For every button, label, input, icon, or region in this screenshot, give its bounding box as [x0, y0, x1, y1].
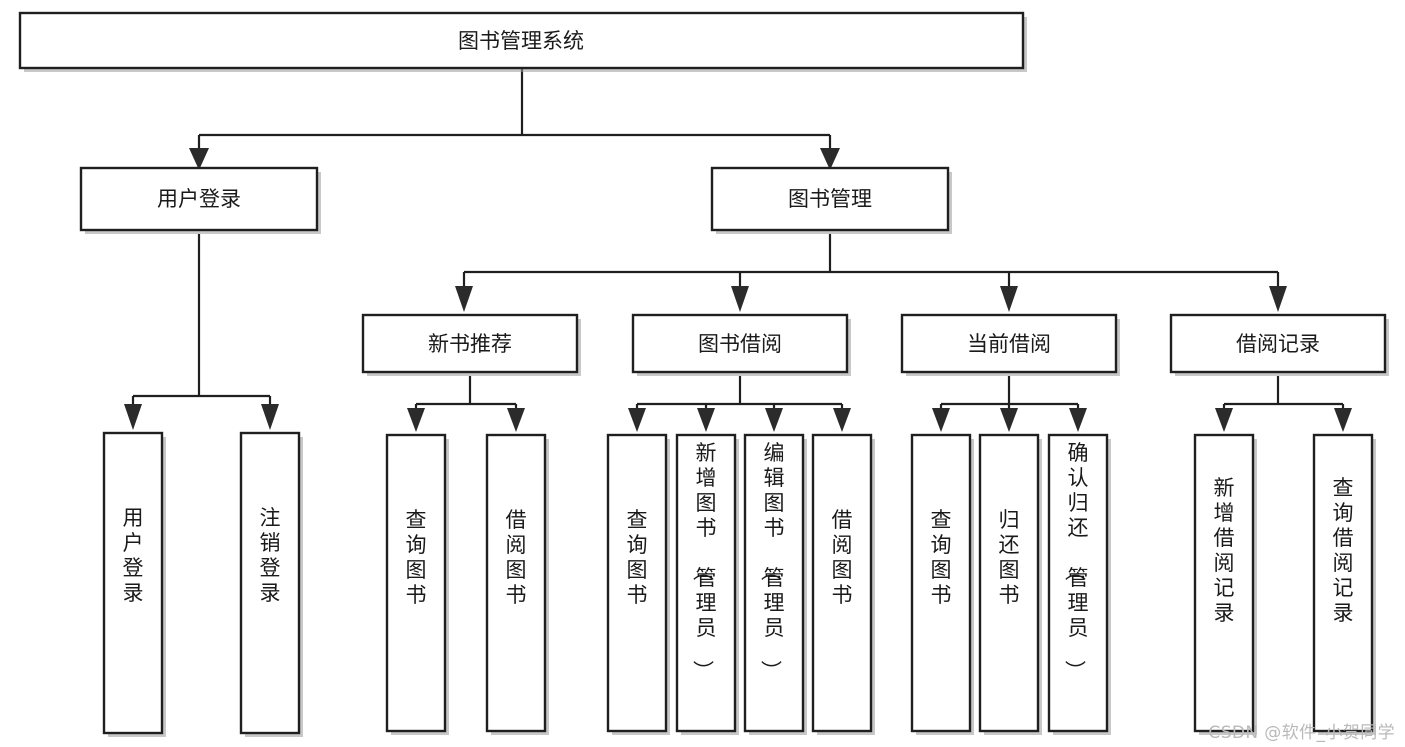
node-leaf-return-book-label: 归还图书 [999, 508, 1020, 607]
node-book-borrow[interactable]: 图书借阅 [631, 313, 851, 376]
node-leaf-add-book-box [675, 433, 737, 733]
arrow-to-leaf-query-record [1334, 408, 1352, 432]
arrow-to-book-borrow [731, 286, 749, 312]
node-leaf-query-book-2[interactable]: 查询图书 [606, 433, 670, 735]
csdn-watermark: CSDN @软件_小贺同学 [1208, 723, 1395, 743]
node-leaf-confirm-return[interactable]: 确认归还（管理员） [1047, 433, 1111, 735]
node-book-manage-label: 图书管理 [788, 187, 872, 211]
node-leaf-edit-book-label: 编辑图书（管理员） [759, 441, 785, 681]
node-leaf-query-record-label: 查询借阅记录 [1333, 476, 1354, 625]
node-current-borrow[interactable]: 当前借阅 [900, 313, 1120, 376]
node-leaf-add-record-label: 新增借阅记录 [1214, 476, 1235, 625]
node-leaf-logout-login-box [239, 431, 301, 735]
node-current-borrow-label: 当前借阅 [967, 332, 1051, 356]
node-leaf-user-login[interactable]: 用户登录 [102, 431, 166, 737]
node-leaf-return-book[interactable]: 归还图书 [978, 433, 1042, 735]
node-new-book-recommend-box [361, 313, 579, 374]
arrow-to-leaf-add-book [697, 408, 715, 432]
node-leaf-edit-book-box [743, 433, 805, 733]
node-leaf-borrow-book-1-label: 借阅图书 [506, 508, 527, 607]
arrow-to-new-book-recommend [455, 286, 473, 312]
node-leaf-query-book-2-label: 查询图书 [627, 508, 648, 607]
node-leaf-logout-login-label: 注销登录 [260, 506, 281, 605]
node-leaf-confirm-return-box [1047, 433, 1109, 733]
arrow-to-leaf-query-book-2 [628, 408, 646, 432]
node-root[interactable]: 图书管理系统 [18, 11, 1027, 72]
node-user-login-box [79, 166, 319, 232]
node-leaf-borrow-book-1-box [485, 433, 547, 733]
arrow-to-borrow-record [1269, 286, 1287, 312]
node-leaf-query-book-1-box [385, 433, 447, 733]
arrow-to-leaf-query-book-3 [932, 408, 950, 432]
node-leaf-query-book-2-box [606, 433, 668, 733]
node-borrow-record[interactable]: 借阅记录 [1169, 313, 1389, 376]
node-leaf-user-login-box [102, 431, 164, 735]
node-leaf-query-book-3-box [910, 433, 972, 733]
arrow-to-leaf-borrow-book-2 [833, 408, 851, 432]
node-leaf-borrow-book-1[interactable]: 借阅图书 [485, 433, 549, 735]
node-user-login-label: 用户登录 [157, 187, 241, 211]
arrow-to-leaf-query-book-1 [407, 408, 425, 432]
node-current-borrow-box [900, 313, 1118, 374]
arrow-to-leaf-edit-book [765, 408, 783, 432]
node-leaf-return-book-box [978, 433, 1040, 733]
node-leaf-add-record-box [1193, 433, 1255, 733]
arrow-to-leaf-borrow-book-1 [507, 408, 525, 432]
node-book-manage-box [710, 166, 950, 232]
node-leaf-logout-login[interactable]: 注销登录 [239, 431, 303, 737]
node-borrow-record-box [1169, 313, 1387, 374]
node-leaf-query-book-1[interactable]: 查询图书 [385, 433, 449, 735]
arrow-to-current-borrow [1000, 286, 1018, 312]
node-leaf-add-book[interactable]: 新增图书（管理员） [675, 433, 739, 735]
arrow-to-leaf-return-book [1000, 408, 1018, 432]
node-leaf-query-record-box [1312, 433, 1374, 733]
node-leaf-confirm-return-label: 确认归还（管理员） [1063, 441, 1089, 681]
arrow-to-leaf-user-login [124, 404, 142, 430]
node-root-label: 图书管理系统 [458, 29, 584, 53]
node-user-login[interactable]: 用户登录 [79, 166, 321, 234]
node-root-box [18, 11, 1025, 70]
node-book-manage[interactable]: 图书管理 [710, 166, 952, 234]
node-leaf-query-book-1-label: 查询图书 [406, 508, 427, 607]
node-leaf-query-book-3-label: 查询图书 [931, 508, 952, 607]
node-book-borrow-box [631, 313, 849, 374]
arrow-to-user-login [189, 148, 209, 170]
node-leaf-borrow-book-2-label: 借阅图书 [832, 508, 853, 607]
node-leaf-edit-book[interactable]: 编辑图书（管理员） [743, 433, 807, 735]
node-leaf-add-book-label: 新增图书（管理员） [691, 441, 717, 681]
node-leaf-borrow-book-2-box [811, 433, 873, 733]
arrow-to-leaf-logout-login [261, 404, 279, 430]
node-leaf-query-record[interactable]: 查询借阅记录 [1312, 433, 1376, 735]
node-new-book-recommend[interactable]: 新书推荐 [361, 313, 581, 376]
arrow-to-leaf-confirm-return [1069, 408, 1087, 432]
node-leaf-borrow-book-2[interactable]: 借阅图书 [811, 433, 875, 735]
node-book-borrow-label: 图书借阅 [698, 332, 782, 356]
edges-layer [124, 69, 1352, 432]
node-leaf-user-login-label: 用户登录 [123, 506, 144, 605]
node-borrow-record-label: 借阅记录 [1236, 332, 1320, 356]
node-leaf-query-book-3[interactable]: 查询图书 [910, 433, 974, 735]
node-new-book-recommend-label: 新书推荐 [428, 332, 512, 356]
arrow-to-leaf-add-record [1215, 408, 1233, 432]
arrow-to-book-manage [820, 148, 840, 170]
node-leaf-add-record[interactable]: 新增借阅记录 [1193, 433, 1257, 735]
